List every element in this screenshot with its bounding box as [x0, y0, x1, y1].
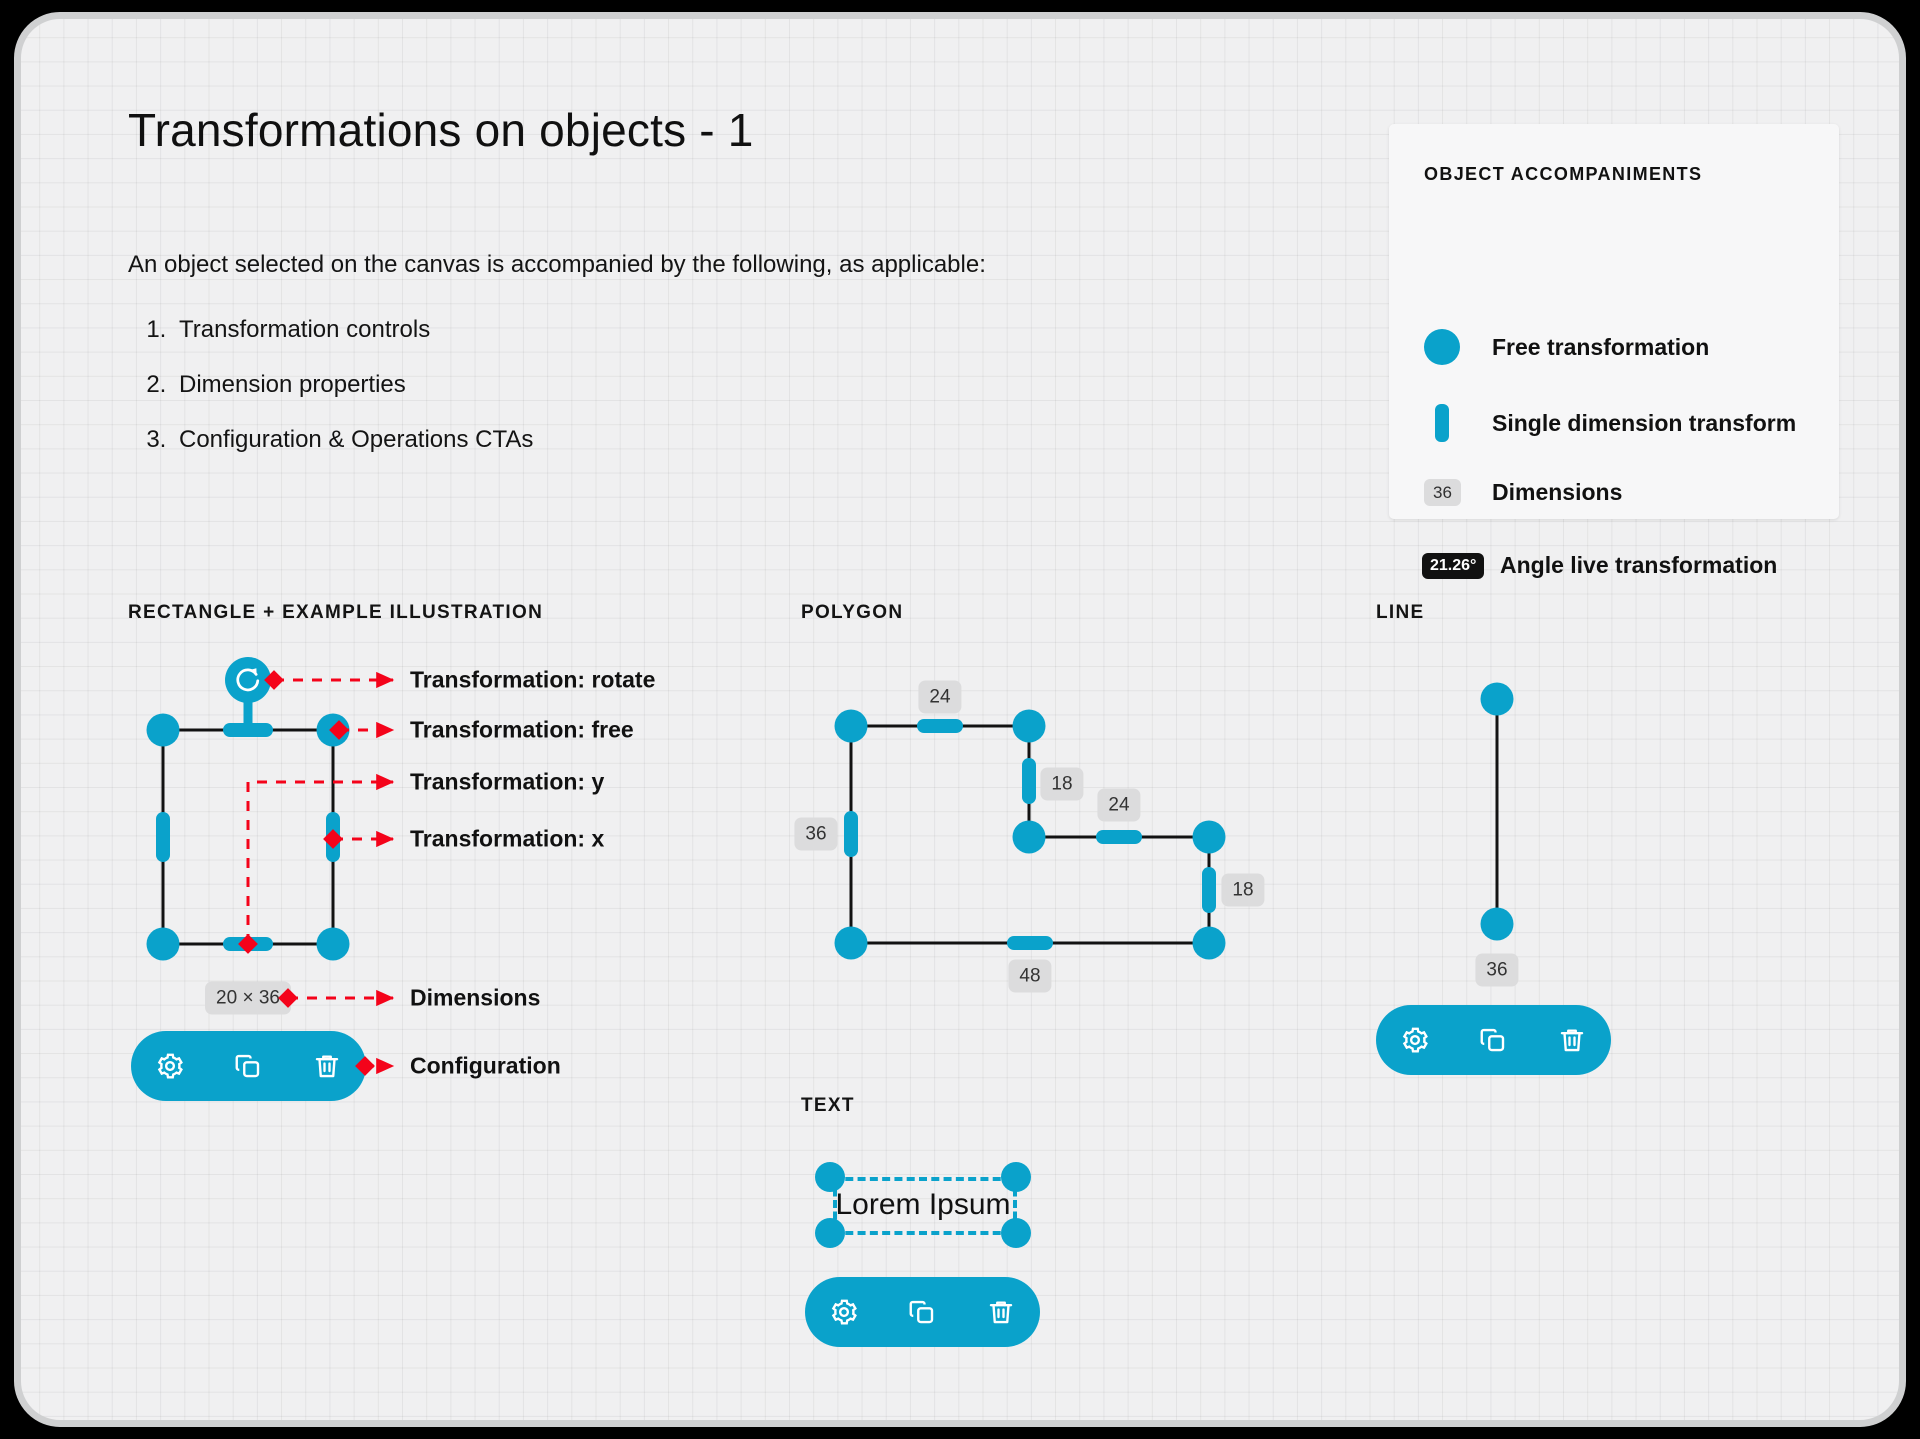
text-toolbar[interactable]: [805, 1277, 1040, 1347]
copy-icon: [236, 1054, 260, 1078]
line-node-end[interactable]: [1480, 907, 1514, 941]
poly-node-4[interactable]: [1192, 820, 1226, 854]
rect-duplicate-button[interactable]: [233, 1051, 263, 1081]
callout-label-dimensions: Dimensions: [410, 984, 541, 1011]
gear-icon: [831, 1299, 858, 1325]
poly-handle-right-lower[interactable]: [1202, 867, 1216, 913]
section-label-rectangle: RECTANGLE + EXAMPLE ILLUSTRATION: [128, 602, 544, 623]
poly-handle-left[interactable]: [844, 811, 858, 857]
rotate-handle[interactable]: [225, 657, 271, 703]
poly-node-5[interactable]: [1192, 926, 1226, 960]
list-item: Transformation controls: [173, 302, 533, 357]
text-delete-button[interactable]: [986, 1297, 1016, 1327]
callout-line-y: [246, 773, 395, 944]
trash-icon: [989, 1301, 1012, 1324]
poly-handle-right-upper[interactable]: [1022, 758, 1036, 804]
text-selection-right: [1013, 1177, 1017, 1231]
app-frame: Transformations on objects - 1 An object…: [14, 12, 1906, 1427]
text-duplicate-button[interactable]: [907, 1297, 937, 1327]
dimension-chip-icon: 36: [1424, 479, 1492, 506]
legend-item-label: Dimensions: [1492, 479, 1623, 505]
section-label-text: TEXT: [801, 1095, 855, 1116]
poly-node-6[interactable]: [834, 926, 868, 960]
copy-icon: [1481, 1028, 1505, 1052]
canvas[interactable]: Transformations on objects - 1 An object…: [21, 19, 1899, 1420]
steps-list: Transformation controls Dimension proper…: [141, 302, 533, 467]
line-dimensions-chip: 36: [1475, 953, 1519, 987]
rect-node-bottom-right[interactable]: [316, 927, 350, 961]
line-delete-button[interactable]: [1557, 1025, 1587, 1055]
page-title: Transformations on objects - 1: [128, 104, 754, 156]
text-selection-bottom: [833, 1231, 1013, 1235]
list-item: Dimension properties: [173, 357, 533, 412]
legend-item-label: Single dimension transform: [1492, 409, 1797, 436]
text-node-top-right[interactable]: [1001, 1162, 1031, 1192]
copy-icon: [910, 1300, 934, 1324]
angle-chip-value: 21.26°: [1422, 552, 1485, 579]
dimension-chip-value: 36: [1424, 479, 1461, 506]
intro-paragraph: An object selected on the canvas is acco…: [128, 251, 986, 278]
list-item: Configuration & Operations CTAs: [173, 412, 533, 467]
callout-label-free: Transformation: free: [410, 716, 634, 743]
poly-handle-middle[interactable]: [1096, 830, 1142, 844]
section-label-polygon: POLYGON: [801, 602, 904, 623]
legend-item-free-transformation: Free transformation: [1424, 329, 1709, 365]
rect-handle-bottom-x[interactable]: [223, 937, 273, 951]
poly-dimension-chip: 24: [1097, 788, 1141, 822]
rotate-handle-stem: [243, 681, 253, 731]
legend-item-label: Angle live transformation: [1500, 552, 1778, 578]
rect-handle-right-y[interactable]: [326, 812, 340, 862]
rect-node-bottom-left[interactable]: [146, 927, 180, 961]
legend-panel: OBJECT ACCOMPANIMENTS Free transformatio…: [1389, 124, 1839, 579]
callout-label-rotate: Transformation: rotate: [410, 666, 656, 693]
rotate-icon: [236, 668, 260, 692]
line-toolbar[interactable]: [1376, 1005, 1611, 1075]
line-settings-button[interactable]: [1400, 1025, 1430, 1055]
callout-label-configuration: Configuration: [410, 1052, 561, 1079]
trash-icon: [1560, 1029, 1583, 1052]
line-edge: [1495, 699, 1499, 924]
text-settings-button[interactable]: [829, 1297, 859, 1327]
rect-dimensions-chip: 20 × 36: [205, 981, 291, 1015]
rect-node-top-right[interactable]: [316, 713, 350, 747]
poly-dimension-chip: 24: [918, 680, 962, 714]
single-dimension-bar-icon: [1424, 404, 1492, 442]
legend-item-dimensions: 36 Dimensions: [1424, 479, 1622, 506]
text-object-content[interactable]: Lorem Ipsum: [835, 1188, 1011, 1221]
rect-handle-left-y[interactable]: [156, 812, 170, 862]
rect-node-top-left[interactable]: [146, 713, 180, 747]
rect-settings-button[interactable]: [155, 1051, 185, 1081]
poly-node-1[interactable]: [834, 709, 868, 743]
text-node-top-left[interactable]: [815, 1162, 845, 1192]
rect-toolbar[interactable]: [131, 1031, 366, 1101]
poly-node-2[interactable]: [1012, 709, 1046, 743]
poly-node-3[interactable]: [1012, 820, 1046, 854]
poly-handle-bottom[interactable]: [1007, 936, 1053, 950]
poly-dimension-chip: 18: [1221, 873, 1265, 907]
poly-dimension-chip: 48: [1008, 959, 1052, 993]
text-node-bottom-right[interactable]: [1001, 1218, 1031, 1248]
legend-item-single-dimension: Single dimension transform: [1424, 404, 1796, 442]
legend-item-label: Free transformation: [1492, 333, 1710, 360]
gear-icon: [1402, 1027, 1429, 1053]
trash-icon: [315, 1055, 338, 1078]
callout-label-y: Transformation: y: [410, 768, 605, 795]
poly-handle-top[interactable]: [917, 719, 963, 733]
text-selection-top: [833, 1177, 1013, 1181]
line-duplicate-button[interactable]: [1478, 1025, 1508, 1055]
angle-chip-icon: 21.26°: [1422, 552, 1500, 579]
rect-delete-button[interactable]: [312, 1051, 342, 1081]
legend-item-angle: 21.26° Angle live transformation: [1422, 552, 1777, 579]
line-node-start[interactable]: [1480, 682, 1514, 716]
poly-dimension-chip: 36: [794, 817, 838, 851]
section-label-line: LINE: [1376, 602, 1425, 623]
free-transform-dot-icon: [1424, 329, 1492, 365]
legend-title: OBJECT ACCOMPANIMENTS: [1424, 164, 1703, 184]
gear-icon: [157, 1053, 184, 1079]
text-selection-left: [833, 1177, 837, 1231]
rect-handle-top-x[interactable]: [223, 723, 273, 737]
callout-label-x: Transformation: x: [410, 825, 605, 852]
text-node-bottom-left[interactable]: [815, 1218, 845, 1248]
poly-dimension-chip: 18: [1040, 767, 1084, 801]
